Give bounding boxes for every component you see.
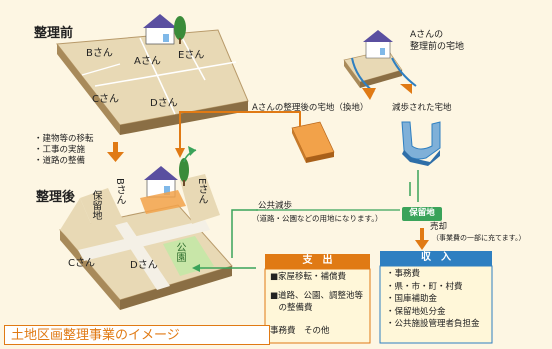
before-lot-e: Eさん: [178, 50, 205, 61]
original-land-label-1: Aさんの: [410, 30, 444, 40]
original-land-label-2: 整理前の宅地: [410, 42, 465, 52]
revenue-header-bg: [380, 251, 492, 266]
expenditure-header-bg: [265, 254, 370, 269]
reserve-land-badge: 保留地: [409, 208, 435, 218]
process-step-3: ・道路の整備: [34, 156, 86, 166]
expenditure-item: 事務費 その他: [270, 325, 330, 336]
public-reduction-note: （道路・公園などの用地になります。）: [252, 214, 383, 223]
before-lot-c: Cさん: [92, 94, 119, 105]
revenue-item: ・事務費: [386, 269, 421, 279]
after-lot-reserve: 保留地: [90, 190, 101, 220]
revenue-item: ・公共施設管理者負担金: [386, 319, 480, 329]
reserve-land-sale: 売却: [430, 222, 448, 232]
after-lot-e: Eさん: [196, 178, 207, 205]
before-lot-b: Bさん: [86, 48, 113, 59]
transition-arrow: [107, 142, 124, 162]
before-lot-d: Dさん: [150, 98, 178, 109]
replotted-land-graphic: [291, 121, 335, 163]
before-lot-a: Aさん: [134, 56, 161, 67]
before-title: 整理前: [34, 26, 74, 41]
reduced-land-graphic: [401, 121, 441, 166]
replotted-land-label: Aさんの整理後の宅地（換地）: [252, 103, 369, 113]
after-title: 整理後: [36, 190, 76, 205]
before-block: [56, 14, 249, 135]
expenditure-header: 支 出: [302, 255, 333, 266]
reduced-land-label: 減歩された宅地: [392, 103, 452, 113]
original-land-graphic: [343, 30, 417, 100]
expenditure-item: の整備費: [270, 303, 313, 313]
public-reduction-title: 公共減歩: [258, 201, 293, 211]
revenue-header: 収 入: [421, 252, 451, 263]
expenditure-list: ■家屋移転・補償費 ■道路、公園、調整池等 の整備費 事務費 その他: [270, 271, 363, 337]
revenue-item: ・国庫補助金: [386, 294, 438, 304]
after-block: [59, 158, 233, 310]
after-lot-park: 公園: [174, 242, 185, 262]
revenue-item: ・県・市・町・村費: [386, 281, 463, 292]
revenue-item: ・保留地処分金: [386, 306, 446, 317]
expenditure-item: ■家屋移転・補償費: [270, 272, 347, 282]
diagram-caption: 土地区画整理事業のイメージ: [4, 325, 270, 345]
after-lot-b: Bさん: [114, 178, 125, 205]
expenditure-item: ■道路、公園、調整池等: [270, 290, 364, 301]
reserve-land-sale-note: （事業費の一部に充てます。）: [432, 234, 526, 242]
process-step-2: ・工事の実施: [34, 145, 86, 155]
after-lot-c: Cさん: [68, 258, 95, 269]
process-step-1: ・建物等の移転: [34, 134, 94, 144]
after-lot-d: Dさん: [130, 260, 158, 271]
revenue-list: ・事務費 ・県・市・町・村費 ・国庫補助金 ・保留地処分金 ・公共施設管理者負担…: [386, 268, 480, 331]
